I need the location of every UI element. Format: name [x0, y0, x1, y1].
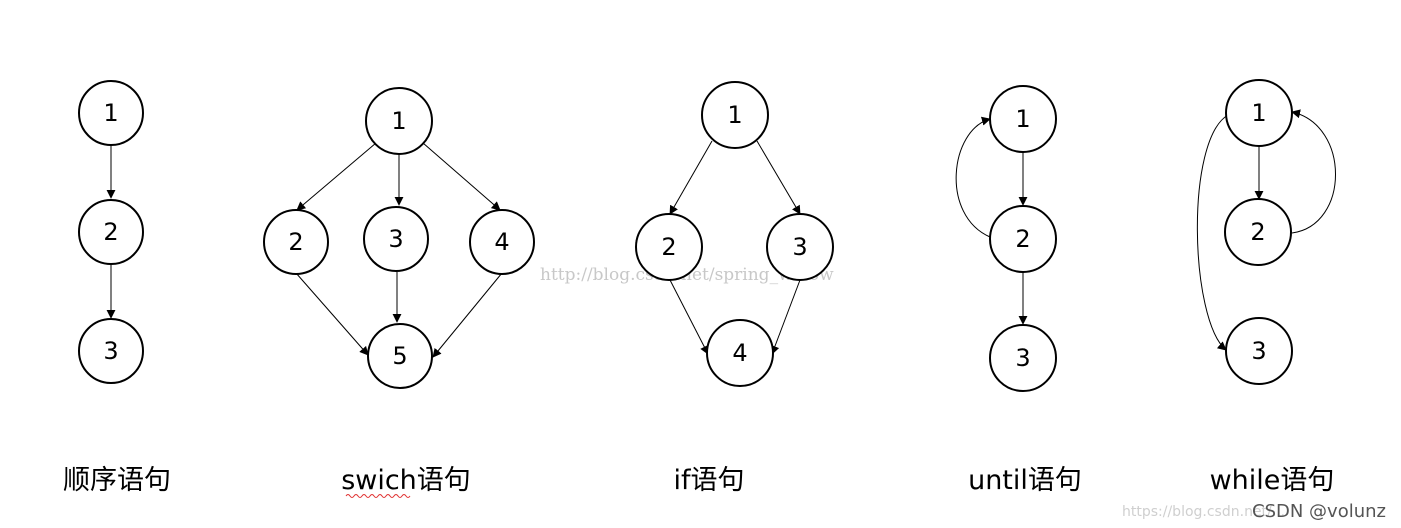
sequence-diagram: 1 2 3 顺序语句	[63, 80, 171, 496]
corner-blog-watermark: https://blog.csdn.net/...	[1122, 504, 1285, 520]
svg-text:3: 3	[103, 337, 118, 365]
node-2: 2	[989, 205, 1057, 273]
node-1: 1	[78, 80, 144, 146]
edge-1-3	[756, 140, 801, 215]
edge-1-4	[422, 142, 501, 211]
svg-text:2: 2	[103, 218, 118, 246]
while-diagram: 1 2 3 while语句	[1196, 79, 1336, 496]
node-2: 2	[78, 199, 144, 265]
edge-4-5	[432, 272, 503, 358]
diagram-caption: swich语句	[341, 465, 471, 496]
svg-text:1: 1	[1251, 99, 1266, 127]
node-2: 2	[635, 213, 703, 281]
csdn-watermark: CSDN @volunz	[1252, 501, 1386, 522]
node-4: 4	[706, 319, 774, 387]
node-1: 1	[989, 85, 1057, 153]
svg-text:5: 5	[392, 342, 407, 370]
edge-1-2	[296, 142, 377, 211]
node-5: 5	[367, 323, 433, 389]
diagram-caption: if语句	[673, 465, 744, 496]
edge-2-4	[669, 279, 709, 355]
diagram-caption: 顺序语句	[63, 465, 171, 496]
until-diagram: 1 2 3 until语句	[955, 85, 1082, 496]
switch-diagram: 1 2 3 4 5 swich语句	[263, 87, 535, 498]
svg-text:2: 2	[1250, 218, 1265, 246]
diagram-caption: until语句	[968, 465, 1082, 496]
svg-text:1: 1	[103, 99, 118, 127]
node-3: 3	[363, 206, 429, 272]
node-2: 2	[1224, 198, 1292, 266]
spellcheck-underline	[345, 494, 411, 498]
diagram-caption: while语句	[1210, 465, 1335, 496]
node-3: 3	[78, 318, 144, 384]
svg-text:1: 1	[727, 101, 742, 129]
svg-text:3: 3	[792, 233, 807, 261]
node-1: 1	[1225, 79, 1293, 147]
node-1: 1	[701, 81, 769, 149]
svg-text:3: 3	[388, 225, 403, 253]
svg-text:1: 1	[1015, 105, 1030, 133]
svg-text:4: 4	[494, 228, 509, 256]
edge-2-1-loop	[1291, 109, 1336, 234]
node-3: 3	[1225, 317, 1293, 385]
edge-2-5	[295, 272, 369, 356]
svg-text:3: 3	[1251, 337, 1266, 365]
svg-text:2: 2	[288, 228, 303, 256]
edge-1-2	[669, 140, 713, 215]
edge-2-1-loop	[955, 116, 991, 238]
node-2: 2	[263, 209, 329, 275]
svg-text:4: 4	[732, 339, 747, 367]
node-3: 3	[766, 213, 834, 281]
if-diagram: 1 2 3 4 if语句	[635, 81, 834, 496]
node-3: 3	[989, 324, 1057, 392]
node-4: 4	[469, 209, 535, 275]
svg-text:1: 1	[391, 107, 406, 135]
node-1: 1	[365, 87, 433, 155]
svg-text:2: 2	[661, 233, 676, 261]
svg-text:2: 2	[1015, 225, 1030, 253]
edge-1-3-exit	[1196, 114, 1229, 351]
svg-text:3: 3	[1015, 344, 1030, 372]
edge-3-4	[770, 279, 801, 355]
